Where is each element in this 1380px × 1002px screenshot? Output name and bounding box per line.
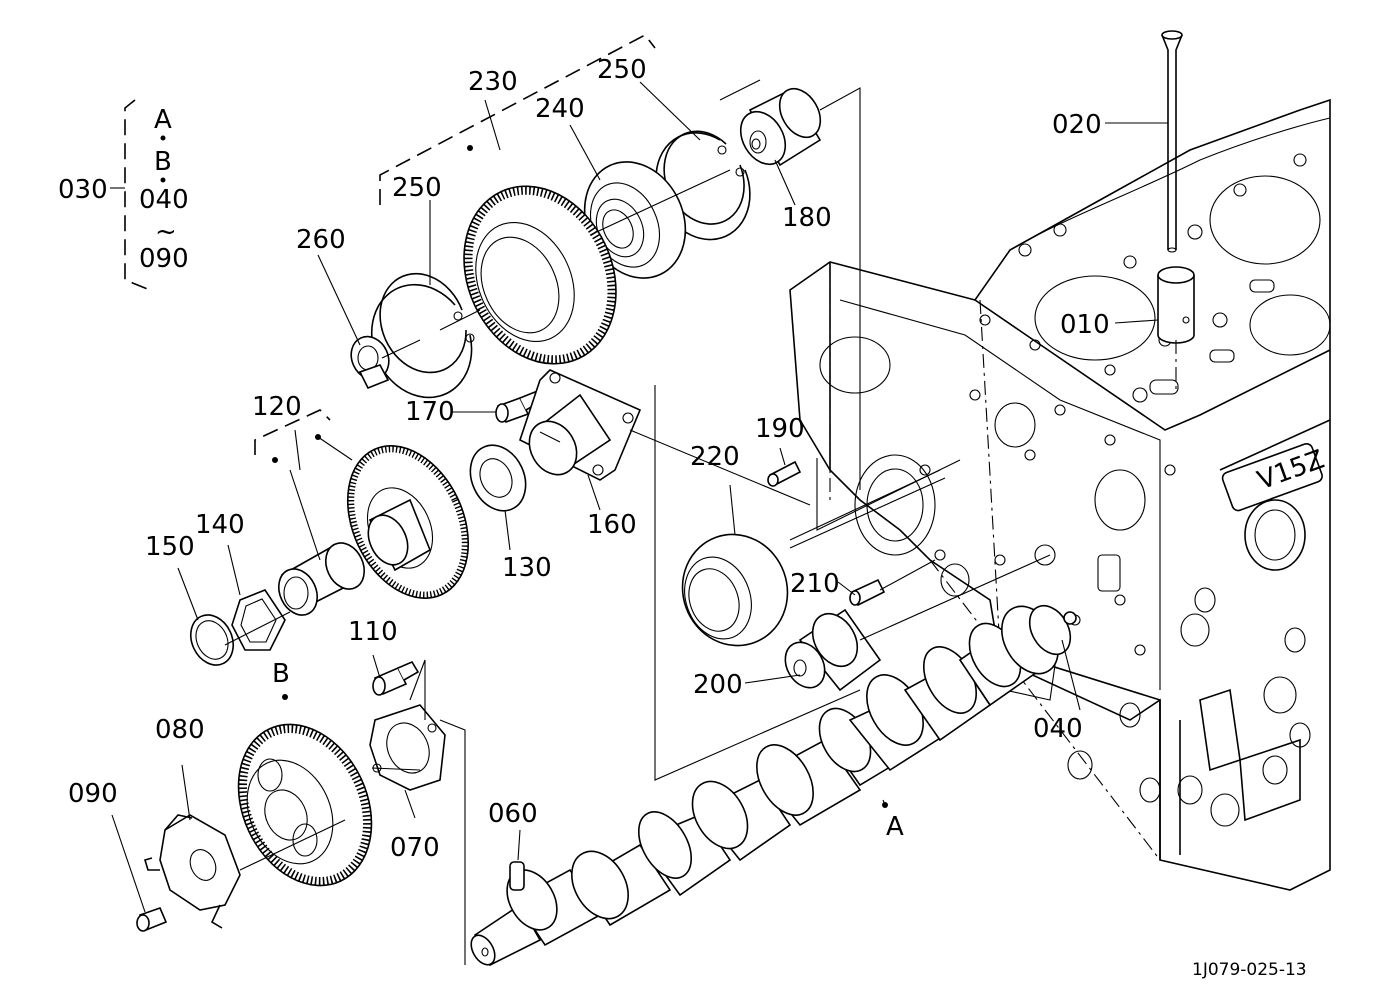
- callout-210: 210: [790, 569, 840, 599]
- bushing-140: [277, 542, 366, 616]
- leader-lines: [110, 79, 1168, 965]
- marker-b: B: [272, 659, 290, 689]
- callout-250-left: 250: [392, 173, 442, 203]
- idle-gear-shaft-180: [739, 87, 822, 167]
- pin-190: [767, 460, 802, 487]
- key-060: [509, 861, 525, 891]
- idle-gear-120: [346, 445, 470, 599]
- callout-080: 080: [155, 715, 205, 745]
- callout-020: 020: [1052, 110, 1102, 140]
- callout-150: 150: [145, 532, 195, 562]
- callout-250-right: 250: [597, 55, 647, 85]
- callout-090: 090: [68, 779, 118, 809]
- marker-a: A: [886, 812, 904, 842]
- assembly-line-tilde: ~: [155, 217, 177, 247]
- push-rod-020: [1161, 30, 1183, 253]
- callout-170: 170: [405, 397, 455, 427]
- callout-140: 140: [195, 510, 245, 540]
- lock-plate-090: [144, 814, 241, 929]
- bolt-090: [136, 906, 168, 932]
- idle-gear-plate-160: [519, 369, 642, 481]
- thrust-washer-140: [231, 589, 286, 651]
- callout-030: 030: [58, 175, 108, 205]
- assembly-line-b: B: [154, 147, 172, 177]
- callout-220: 220: [690, 442, 740, 472]
- callout-010: 010: [1060, 310, 1110, 340]
- bolt-260: [350, 335, 421, 390]
- callout-180: 180: [782, 203, 832, 233]
- assembly-line-040: 040: [139, 185, 189, 215]
- assembly-line-090: 090: [139, 244, 189, 274]
- engine-model-text: V15Z: [1254, 445, 1329, 497]
- tappet-010: [1157, 266, 1195, 390]
- callout-190: 190: [755, 414, 805, 444]
- flange-070: [369, 704, 446, 791]
- assembly-brackets: [124, 33, 656, 455]
- reference-dots: [160, 135, 888, 808]
- circlip-150: [190, 614, 234, 666]
- callout-040: 040: [1033, 714, 1083, 744]
- callout-060: 060: [488, 799, 538, 829]
- injection-pump-gear-080: [237, 723, 373, 887]
- drawing-number: 1J079-025-13: [1192, 960, 1307, 980]
- callout-070: 070: [390, 833, 440, 863]
- callout-110: 110: [348, 617, 398, 647]
- shaft-200: [784, 608, 882, 692]
- callout-130: 130: [502, 553, 552, 583]
- assembly-line-a: A: [154, 105, 172, 135]
- callout-200: 200: [693, 670, 743, 700]
- idle-gear-230: [463, 185, 617, 365]
- callout-160: 160: [587, 510, 637, 540]
- collar-130: [469, 444, 527, 512]
- callout-240: 240: [535, 94, 585, 124]
- callout-260: 260: [296, 225, 346, 255]
- callout-120: 120: [252, 392, 302, 422]
- camshaft: [470, 604, 1077, 967]
- bearing-220: [681, 533, 789, 647]
- callout-230: 230: [468, 67, 518, 97]
- bolt-110: [372, 660, 420, 696]
- pin-210: [849, 578, 886, 607]
